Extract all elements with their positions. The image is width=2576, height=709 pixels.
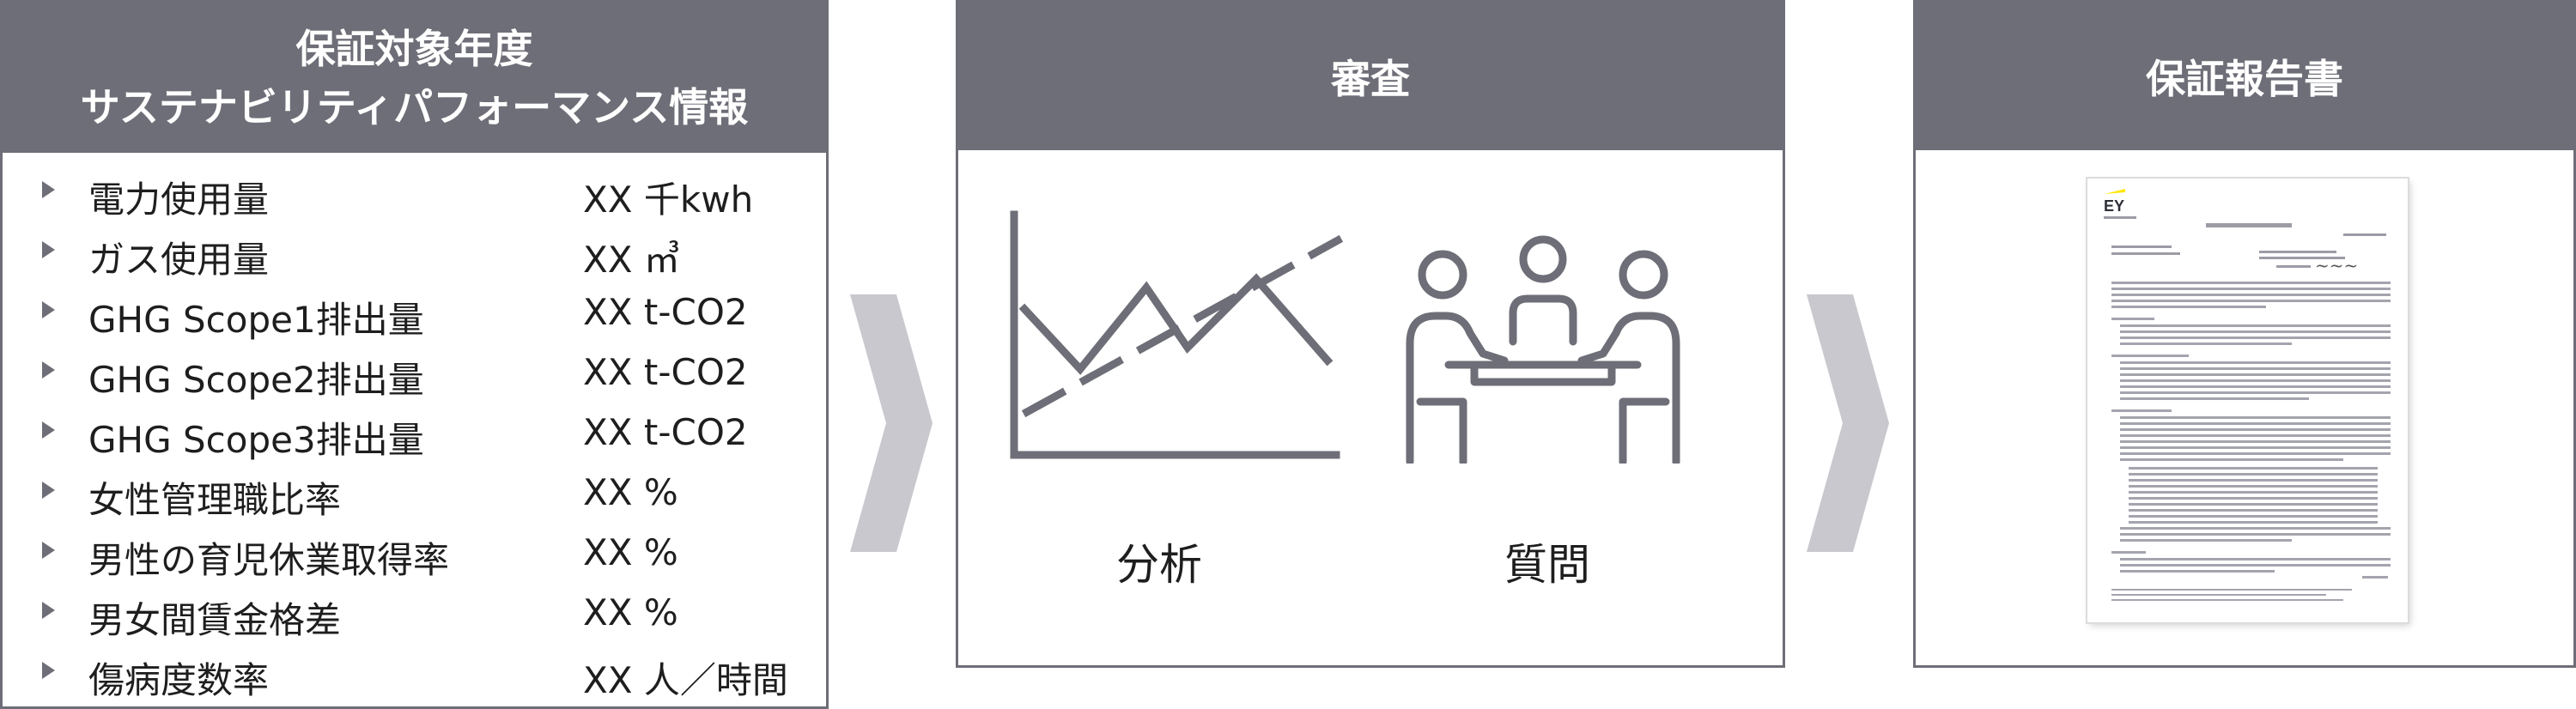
metric-name: 男女間賃金格差 — [88, 599, 342, 641]
document-thumbnail: EY ~~~ — [2104, 189, 2391, 601]
metric-row-female-managers: 女性管理職比率 XX % — [3, 463, 827, 523]
metric-name: 傷病度数率 — [88, 659, 270, 701]
ey-logo: EY — [2104, 197, 2124, 215]
meeting-people-icon — [1406, 235, 1680, 464]
metric-value: XX t-CO2 — [583, 411, 748, 453]
bullet-icon — [42, 482, 55, 499]
assurance-report-title: 保証報告書 — [2146, 56, 2343, 102]
metric-name: 男性の育児休業取得率 — [88, 539, 450, 581]
metric-row-gas: ガス使用量 XX ㎥ — [3, 222, 827, 282]
metric-row-paternity-leave: 男性の育児休業取得率 XX % — [3, 523, 827, 583]
metric-value: XX t-CO2 — [583, 291, 748, 333]
metric-name: 女性管理職比率 — [88, 479, 342, 521]
bullet-icon — [42, 602, 55, 619]
metric-row-injury-rate: 傷病度数率 XX 人／時間 — [3, 643, 827, 703]
bullet-icon — [42, 301, 55, 318]
metric-value: XX 人／時間 — [583, 659, 788, 701]
bullet-icon — [42, 181, 55, 198]
metric-name: 電力使用量 — [88, 179, 270, 221]
metric-value: XX 千kwh — [583, 179, 754, 221]
assurance-report-header: 保証報告書 — [1916, 3, 2573, 150]
analysis-label: 分析 — [1116, 540, 1202, 590]
metric-value: XX % — [583, 591, 678, 633]
metric-name: GHG Scope3排出量 — [88, 419, 424, 461]
analysis-chart-icon — [1010, 210, 1344, 459]
review-panel: 審査 — [956, 0, 1785, 668]
bullet-icon — [42, 241, 55, 258]
review-title: 審査 — [1331, 56, 1410, 102]
metric-value: XX % — [583, 531, 678, 573]
metric-row-scope1: GHG Scope1排出量 XX t-CO2 — [3, 282, 827, 342]
chevron-right-icon — [850, 294, 933, 552]
header-title-line2: サステナビリティパフォーマンス情報 — [80, 83, 749, 130]
sustainability-info-header: 保証対象年度 サステナビリティパフォーマンス情報 — [3, 3, 826, 153]
metric-name: GHG Scope1排出量 — [88, 299, 424, 341]
bullet-icon — [42, 361, 55, 379]
bullet-icon — [42, 421, 55, 439]
signature-icon: ~~~ — [2315, 255, 2358, 276]
metric-name: GHG Scope2排出量 — [88, 359, 424, 401]
metric-value: XX t-CO2 — [583, 351, 748, 393]
sustainability-info-panel: 保証対象年度 サステナビリティパフォーマンス情報 電力使用量 XX 千kwh ガ… — [0, 0, 829, 709]
metric-row-scope2: GHG Scope2排出量 XX t-CO2 — [3, 342, 827, 403]
metric-value: XX ㎥ — [583, 239, 680, 281]
questions-label: 質問 — [1504, 540, 1590, 590]
chevron-right-icon — [1807, 294, 1889, 552]
review-header: 審査 — [958, 3, 1783, 150]
bullet-icon — [42, 542, 55, 559]
header-title-line1: 保証対象年度 — [295, 25, 533, 72]
metric-name: ガス使用量 — [88, 239, 270, 281]
metric-row-electricity: 電力使用量 XX 千kwh — [3, 162, 827, 222]
metric-value: XX % — [583, 471, 678, 513]
metric-row-scope3: GHG Scope3排出量 XX t-CO2 — [3, 403, 827, 463]
ey-logo-mark-icon — [2105, 189, 2125, 194]
assurance-report-document: EY ~~~ — [2087, 179, 2408, 622]
metric-row-wage-gap: 男女間賃金格差 XX % — [3, 583, 827, 643]
bullet-icon — [42, 662, 55, 679]
